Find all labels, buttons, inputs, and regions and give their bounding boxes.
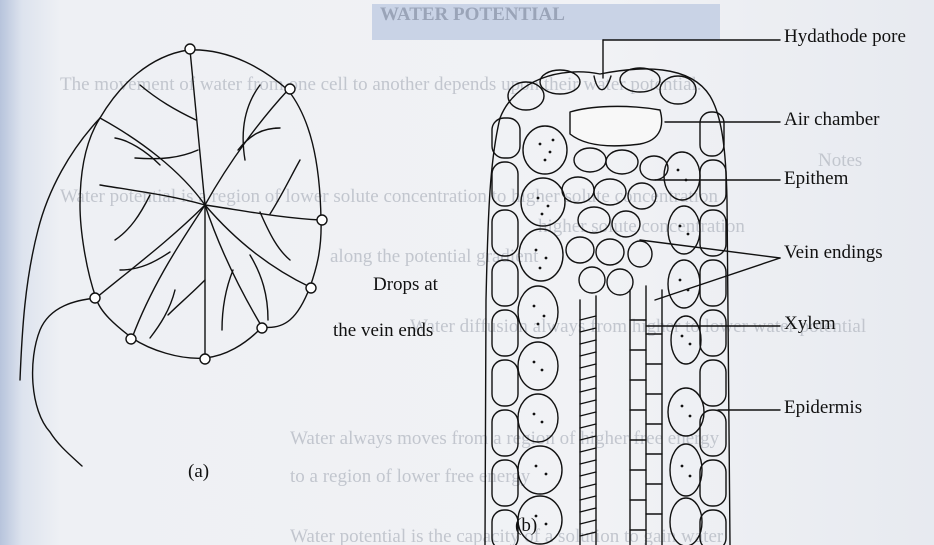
label-air-chamber: Air chamber — [784, 110, 879, 129]
cell-nuclei-dots — [533, 139, 692, 526]
hydathode-section-outline — [485, 40, 730, 545]
mesophyll-cells — [518, 126, 704, 545]
label-epidermis: Epidermis — [784, 398, 862, 417]
panel-b-label: (b) — [515, 516, 537, 535]
leaf-veins — [96, 50, 321, 358]
label-xylem: Xylem — [784, 314, 836, 333]
label-vein-endings: Vein endings — [784, 243, 883, 262]
epidermis-cells-right — [700, 112, 726, 545]
epithem-cells — [562, 148, 668, 295]
label-hydathode-pore: Hydathode pore — [784, 27, 906, 46]
drops-caption-line-1: Drops at — [373, 275, 438, 294]
panel-a-label: (a) — [188, 462, 209, 481]
drops-caption-line-2: the vein ends — [333, 321, 433, 340]
label-epithem: Epithem — [784, 169, 848, 188]
xylem-strands — [580, 286, 662, 545]
vein-end-drops — [90, 44, 327, 364]
